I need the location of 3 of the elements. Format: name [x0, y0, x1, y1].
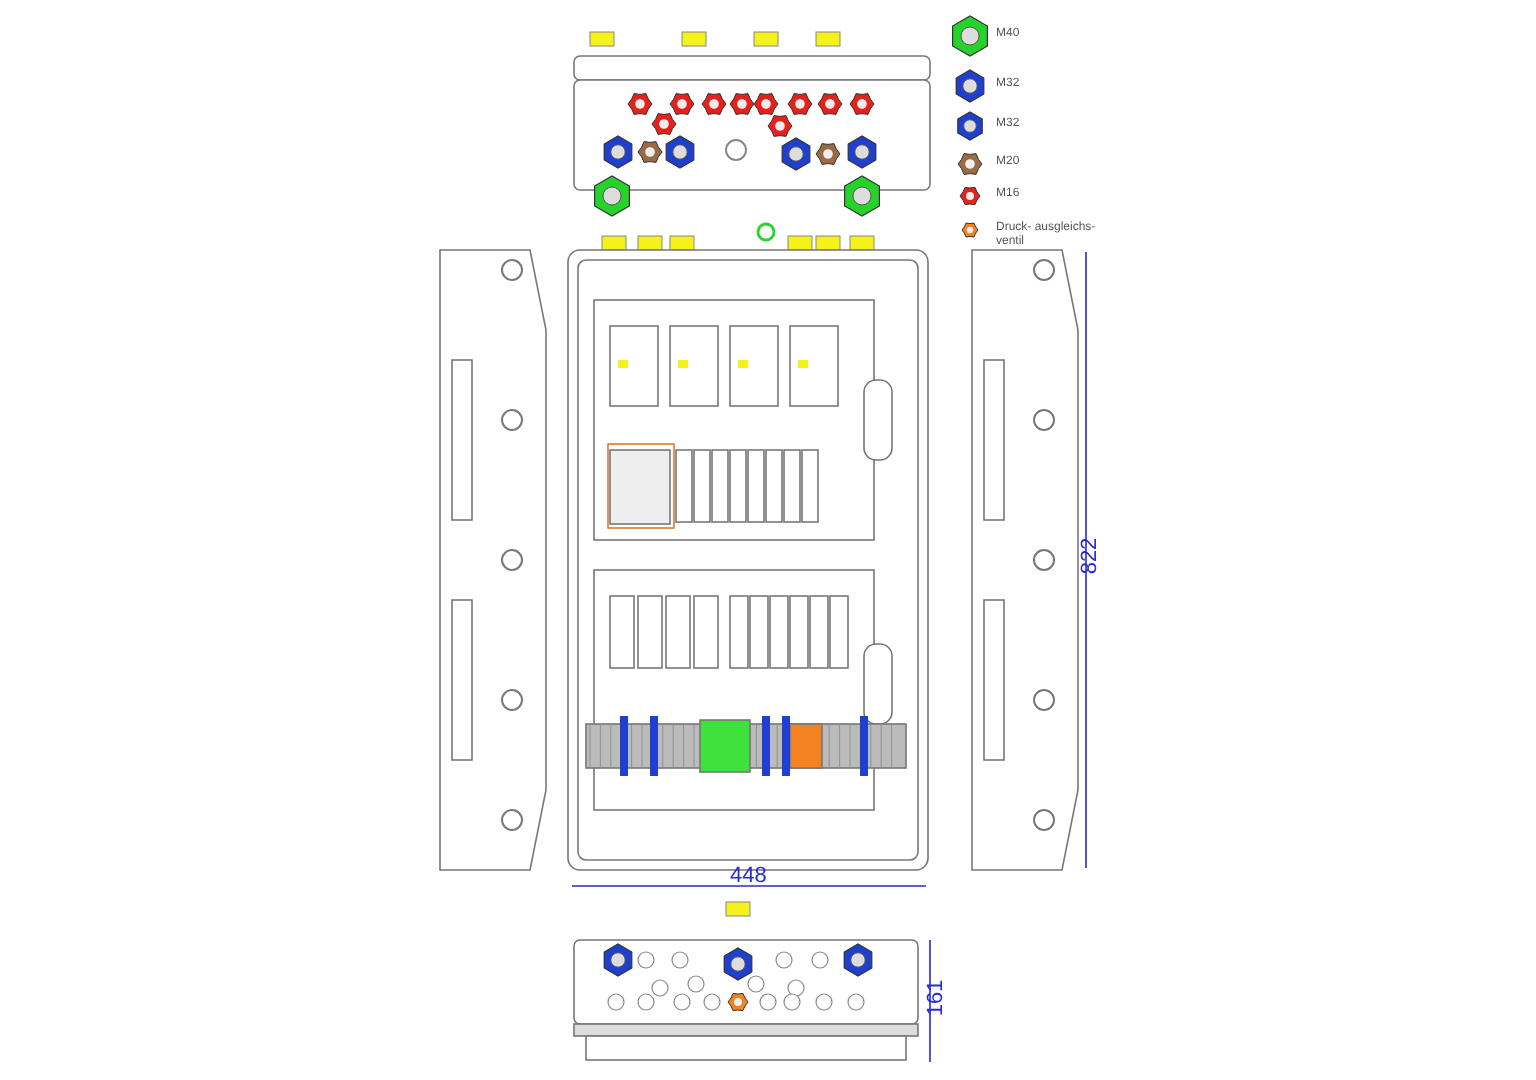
dimension-label: 161	[924, 979, 949, 1017]
dimension-label: 822	[1078, 537, 1103, 575]
dimension-label: 448	[730, 864, 767, 888]
